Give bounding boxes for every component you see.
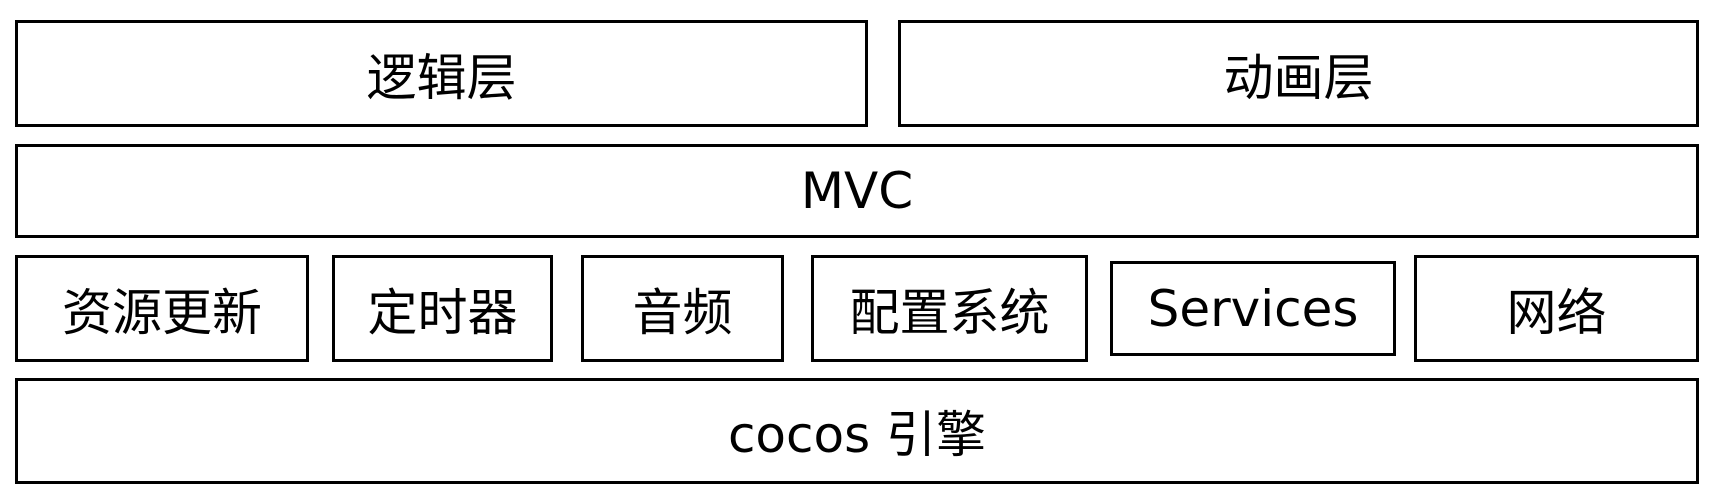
module-label: 网络	[1506, 283, 1607, 342]
engine-layer-label: cocos 引擎	[727, 406, 987, 464]
logic-layer-label: 逻辑层	[366, 48, 517, 107]
module-audio: 音频	[581, 255, 784, 362]
module-label: 定时器	[367, 283, 518, 342]
module-label: 音频	[632, 283, 733, 342]
module-label: 资源更新	[62, 283, 262, 342]
engine-layer-box: cocos 引擎	[15, 378, 1699, 484]
module-services: Services	[1110, 261, 1396, 356]
module-timer: 定时器	[332, 255, 553, 362]
module-label: Services	[1147, 279, 1359, 338]
module-resource-update: 资源更新	[15, 255, 309, 362]
module-network: 网络	[1414, 255, 1699, 362]
mvc-layer-box: MVC	[15, 144, 1699, 238]
animation-layer-label: 动画层	[1223, 48, 1374, 107]
logic-layer-box: 逻辑层	[15, 20, 868, 127]
mvc-layer-label: MVC	[800, 162, 914, 220]
module-label: 配置系统	[849, 283, 1050, 342]
animation-layer-box: 动画层	[898, 20, 1699, 127]
module-config-system: 配置系统	[811, 255, 1088, 362]
